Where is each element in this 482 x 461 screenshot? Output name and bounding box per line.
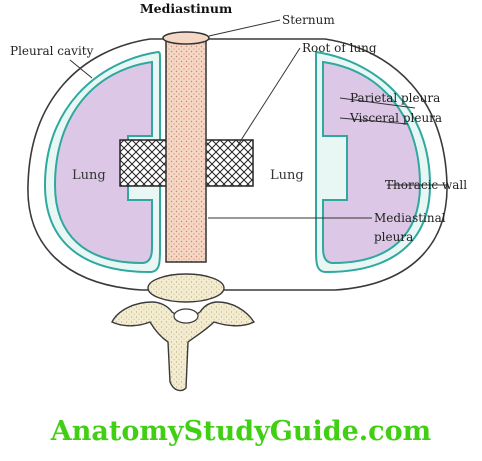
leader-parietal-pleura bbox=[339, 97, 416, 109]
thoracic-wall-label: Thoracic wall bbox=[385, 178, 467, 192]
mediastinal-pleura-label-line1: Mediastinal bbox=[374, 211, 446, 225]
root-of-lung-left bbox=[119, 139, 169, 187]
leader-root-of-lung bbox=[235, 47, 301, 149]
sternum-label: Sternum bbox=[282, 13, 335, 27]
watermark-text: AnatomyStudyGuide.com bbox=[50, 416, 431, 447]
lung-right bbox=[322, 60, 422, 265]
mediastinum bbox=[165, 37, 207, 263]
title-label: Mediastinum bbox=[140, 1, 232, 16]
leader-pleural-cavity bbox=[69, 59, 93, 79]
pleural-cavity-label: Pleural cavity bbox=[10, 44, 94, 58]
leader-sternum bbox=[208, 19, 281, 37]
visceral-pleura-label: Visceral pleura bbox=[349, 111, 442, 125]
vertebral-body bbox=[147, 273, 225, 303]
spinal-canal bbox=[173, 308, 199, 324]
root-of-lung-right bbox=[204, 139, 254, 187]
leader-visceral-pleura bbox=[339, 117, 409, 125]
lung-left bbox=[53, 60, 154, 265]
mediastinal-pleura-label-line2: pleura bbox=[374, 230, 413, 244]
lung-right-label: Lung bbox=[270, 168, 304, 183]
root-of-lung-label: Root of lung bbox=[302, 41, 377, 55]
lung-left-label: Lung bbox=[72, 168, 106, 183]
parietal-pleura-label: Parietal pleura bbox=[350, 91, 440, 105]
sternum bbox=[162, 31, 210, 45]
